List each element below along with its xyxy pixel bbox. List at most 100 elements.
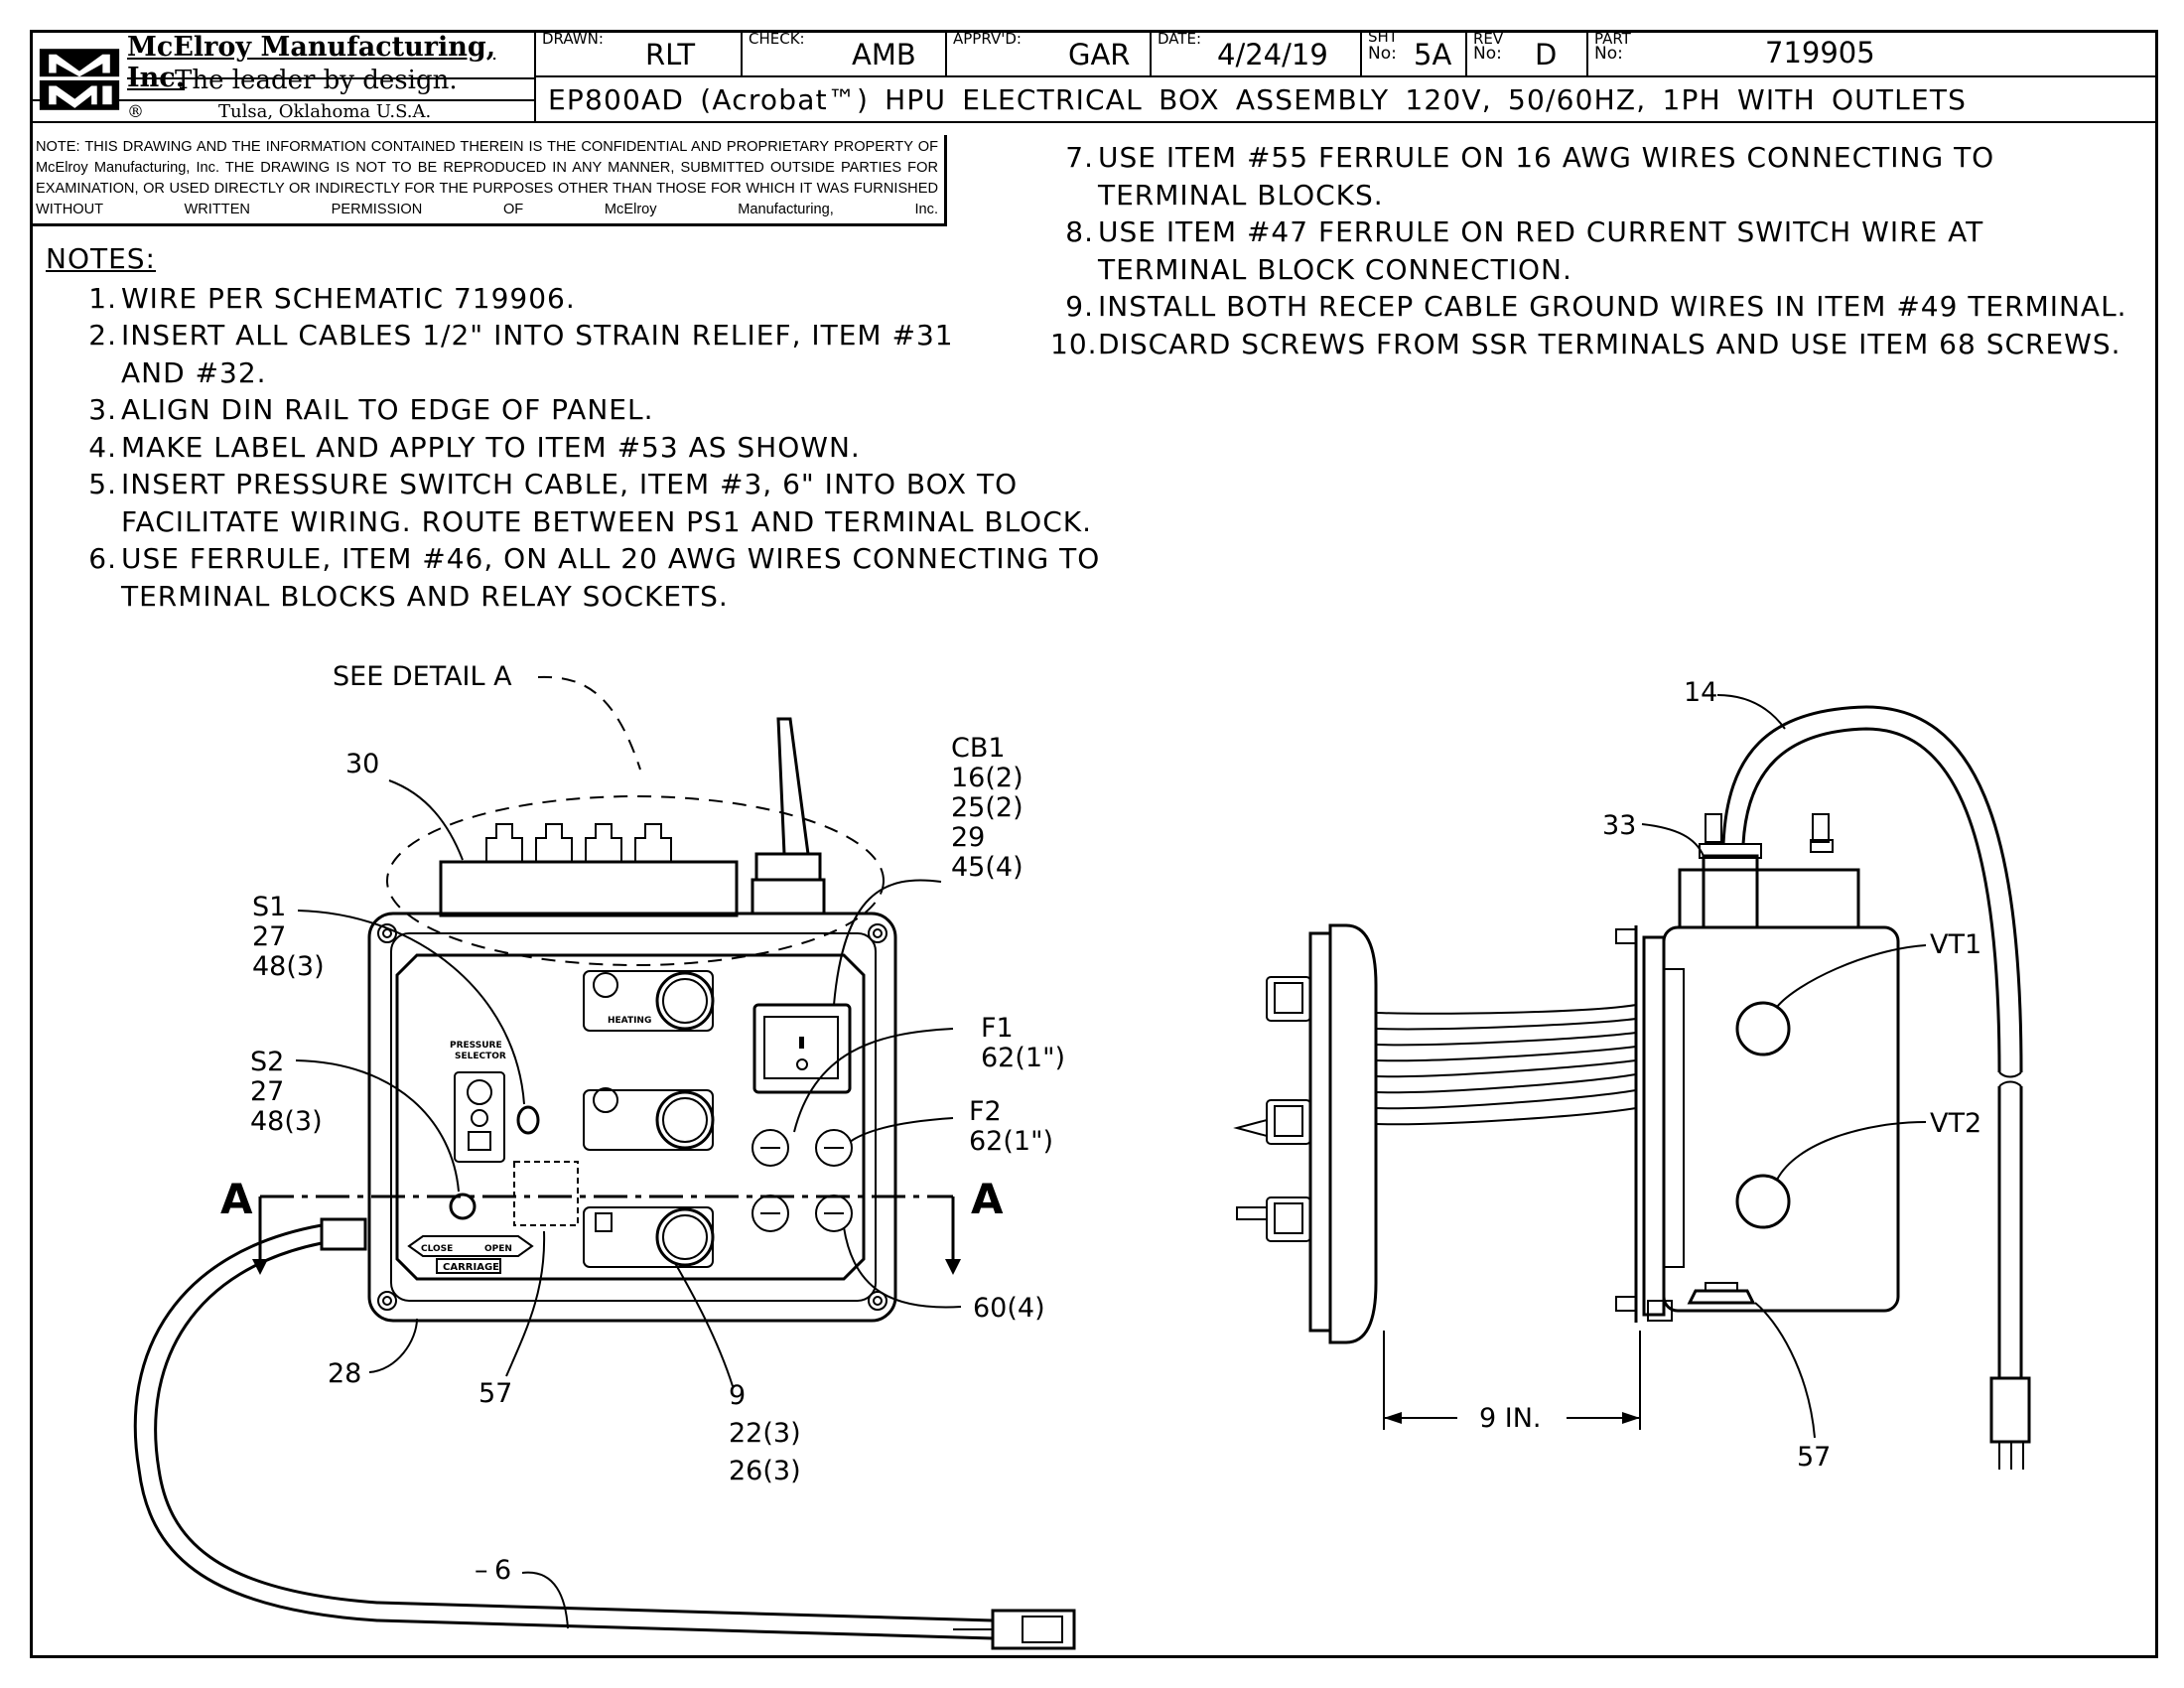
- approved-cell: APPRV'D: GAR: [947, 30, 1152, 77]
- note-number: 4.: [88, 430, 117, 464]
- side-terminal: [1812, 813, 1830, 843]
- note-text: WIRE PER SCHEMATIC 719906.: [121, 281, 576, 315]
- sheet-cell: SHT No: 5A: [1362, 30, 1467, 77]
- antenna: [776, 717, 810, 856]
- part-number: 719905: [1765, 36, 1875, 70]
- callout-60: 60(4): [973, 1293, 1045, 1324]
- cb1-rocker: [763, 1016, 839, 1079]
- side-panel-bezel: [1308, 931, 1332, 1333]
- proprietary-notice: NOTE: THIS DRAWING AND THE INFORMATION C…: [30, 135, 947, 226]
- note-text: INSERT PRESSURE SWITCH CABLE, ITEM #3, 6…: [121, 468, 1093, 538]
- title-block: McElroy Manufacturing, Inc. The leader b…: [30, 30, 2158, 123]
- gauge-1-label: HEATING: [608, 1016, 651, 1026]
- pressure-selector-plate: [454, 1071, 505, 1163]
- note-number: 5.: [88, 468, 117, 500]
- drawing-title: EP800AD (Acrobat™) HPU ELECTRICAL BOX AS…: [548, 83, 1968, 116]
- carriage-label-box: [436, 1258, 501, 1274]
- note-item: 6.USE FERRULE, ITEM #46, ON ALL 20 AWG W…: [73, 540, 1104, 615]
- box-outer: [367, 912, 897, 1323]
- corner-screws: [377, 923, 887, 1311]
- note-number: 3.: [88, 393, 117, 426]
- check-value: AMB: [852, 38, 916, 71]
- carriage-label: CARRIAGE: [443, 1262, 499, 1273]
- note-text: USE ITEM #55 FERRULE ON 16 AWG WIRES CON…: [1098, 141, 1995, 211]
- detail-a-ellipse: [386, 795, 885, 966]
- side-view: 9 IN. 14 33 VT1 VT2 57: [1233, 677, 2031, 1473]
- note-item: 5.INSERT PRESSURE SWITCH CABLE, ITEM #3,…: [73, 466, 1109, 540]
- leader-57-side: [1754, 1302, 1816, 1439]
- fuse-holders: [751, 1129, 853, 1232]
- dim-extension-lines: [1383, 1331, 1641, 1430]
- note-item: 2.INSERT ALL CABLES 1/2" INTO STRAIN REL…: [73, 317, 965, 391]
- check-cell: CHECK: AMB: [743, 30, 947, 77]
- drawn-value: RLT: [645, 38, 696, 71]
- leader-14: [1716, 694, 1786, 730]
- section-a-left-letter: A: [220, 1175, 253, 1223]
- callout-vt2: VT2: [1930, 1108, 1981, 1139]
- gauge-heating-pressure-2: [583, 1087, 715, 1151]
- note-text: INSERT ALL CABLES 1/2" INTO STRAIN RELIE…: [121, 319, 954, 389]
- note-number: 8.: [1065, 215, 1094, 248]
- notes-left-column: NOTES: 1.WIRE PER SCHEMATIC 719906. 2.IN…: [46, 240, 1099, 615]
- leader-6: [521, 1571, 569, 1629]
- check-label: CHECK:: [749, 30, 805, 48]
- notes-heading: NOTES:: [46, 242, 156, 275]
- company-location: Tulsa, Oklahoma U.S.A.: [218, 101, 432, 122]
- drawn-label: DRAWN:: [542, 30, 604, 48]
- drawing-border: [30, 30, 2158, 1658]
- note-number: 10.: [1050, 327, 1098, 360]
- cord-break: [1998, 1071, 2022, 1087]
- note-text: USE ITEM #47 FERRULE ON RED CURRENT SWIT…: [1098, 215, 1984, 286]
- top-plate: [1678, 868, 1860, 929]
- strain-relief-body: [751, 878, 826, 915]
- vt1-plug: [1735, 1001, 1791, 1056]
- cb1-switch-housing: [752, 1003, 852, 1094]
- note-text: DISCARD SCREWS FROM SSR TERMINALS AND US…: [1098, 327, 2121, 360]
- power-cord-lower: [1997, 1086, 2023, 1378]
- carriage-open-label: OPEN: [484, 1244, 512, 1254]
- s2-toggle: [449, 1193, 477, 1220]
- pendant-cord: [133, 1223, 994, 1640]
- cb1-mark: [799, 1037, 804, 1049]
- box-flange: [390, 932, 877, 1302]
- company-divider: [127, 77, 536, 79]
- callout-14: 14: [1684, 677, 1717, 708]
- side-knobs: [1233, 976, 1311, 1242]
- enclosure-screws: [1615, 928, 1637, 1312]
- leader-33: [1641, 823, 1705, 857]
- leader-f1: [793, 1028, 954, 1133]
- part-label-2: No:: [1594, 44, 1623, 64]
- fitting-33: [1702, 854, 1759, 929]
- pendant-cord-inner: [154, 1241, 994, 1622]
- cb1-indicator: [796, 1058, 808, 1070]
- approved-value: GAR: [1068, 38, 1131, 71]
- registered-mark: ®: [127, 102, 144, 122]
- carriage-close-label: CLOSE: [421, 1244, 453, 1254]
- panel-face: [395, 953, 866, 1281]
- callout-30: 30: [345, 749, 379, 779]
- vt2-plug: [1735, 1174, 1791, 1229]
- sheet-label-1: SHT: [1368, 28, 1398, 46]
- approved-label: APPRV'D:: [953, 30, 1022, 48]
- note-item: 9.INSTALL BOTH RECEP CABLE GROUND WIRES …: [1050, 288, 2152, 326]
- power-cord-14: [1721, 705, 2023, 1073]
- dim-9-in: 9 IN.: [1479, 1403, 1542, 1434]
- company-cell: McElroy Manufacturing, Inc. The leader b…: [30, 30, 536, 110]
- gauge-fusing-pressure: [583, 1206, 715, 1268]
- part-label-1: PART: [1594, 30, 1631, 48]
- callout-57-front: 57: [478, 1378, 512, 1409]
- callout-28: 28: [328, 1358, 361, 1389]
- pendant-connector-latch: [1022, 1616, 1063, 1643]
- section-a-right-arrow: [945, 1259, 961, 1275]
- section-a-left-arrow: [252, 1259, 268, 1275]
- leader-57-front: [505, 1230, 546, 1377]
- bottom-vent-57: [1687, 1289, 1756, 1305]
- s1-toggle: [516, 1105, 540, 1135]
